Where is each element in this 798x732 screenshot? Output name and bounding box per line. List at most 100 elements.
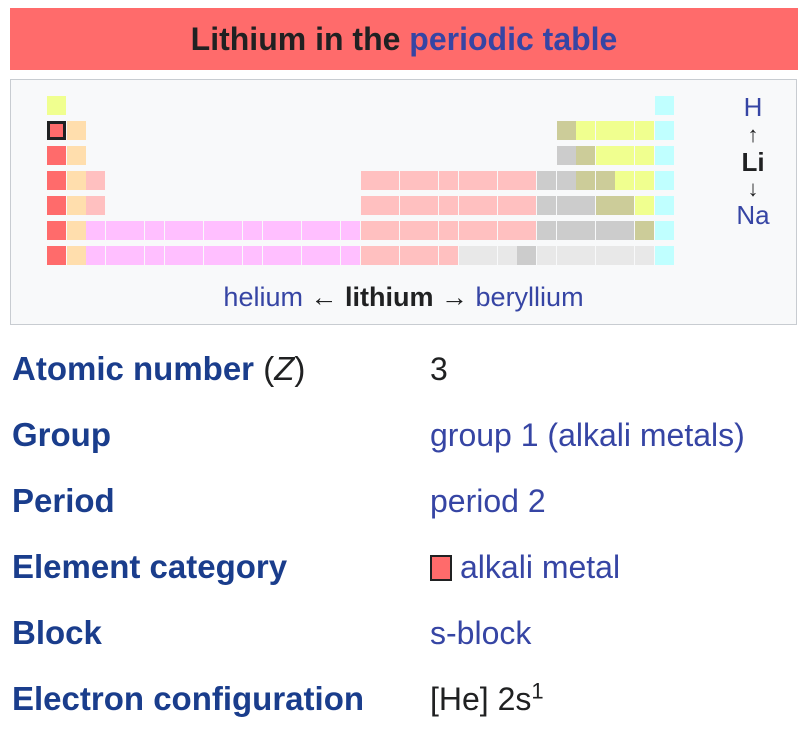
period-label[interactable]: Period (12, 482, 115, 519)
element-below-link[interactable]: Na (736, 200, 770, 230)
group-label[interactable]: Group (12, 416, 111, 453)
element-cell (66, 246, 86, 265)
element-cell (380, 196, 400, 215)
element-cell (66, 196, 86, 215)
element-cell (517, 221, 537, 240)
element-cell (145, 246, 164, 265)
element-cell (66, 121, 86, 140)
element-cell (321, 221, 341, 240)
element-cell (439, 196, 458, 215)
element-cell (576, 221, 596, 240)
header-title: Lithium in the (190, 21, 401, 57)
element-cell (419, 196, 439, 215)
infobox-header: Lithium in the periodic table (10, 8, 798, 70)
atomic-number-label[interactable]: Atomic number (12, 350, 255, 387)
previous-element-link[interactable]: helium (223, 282, 303, 312)
element-category-link[interactable]: alkali metal (460, 549, 621, 585)
element-cell (635, 196, 654, 215)
periodic-table-thumbnail[interactable]: H ↑ Li ↓ Na helium ← lithium → beryllium (10, 79, 797, 325)
element-cell (537, 171, 556, 190)
property-row-group: Group group 1 (alkali metals) (12, 402, 798, 468)
element-cell (203, 246, 223, 265)
element-cell (223, 246, 243, 265)
element-cell (341, 246, 360, 265)
element-cell (517, 196, 537, 215)
element-cell (458, 221, 478, 240)
element-cell (576, 146, 596, 165)
property-row-atomic-number: Atomic number (Z) 3 (12, 336, 798, 402)
element-cell (164, 221, 184, 240)
element-cell (380, 246, 400, 265)
element-cell (556, 221, 576, 240)
element-cell (537, 196, 556, 215)
periodic-table-link[interactable]: periodic table (409, 21, 618, 57)
element-cell (203, 221, 223, 240)
element-cell (47, 196, 66, 215)
period-value-link[interactable]: period 2 (430, 483, 546, 519)
atomic-number-value: 3 (430, 351, 448, 387)
element-cell (125, 246, 145, 265)
element-cell (497, 221, 517, 240)
element-cell (615, 146, 635, 165)
noble-gas-core-link[interactable]: [He] (430, 681, 489, 717)
element-category-label[interactable]: Element category (12, 548, 288, 585)
element-cell (399, 196, 419, 215)
element-cell (301, 246, 321, 265)
element-cell (615, 171, 635, 190)
element-cell (458, 246, 478, 265)
element-cell (576, 196, 596, 215)
next-element-link[interactable]: beryllium (475, 282, 584, 312)
electron-count: 1 (531, 678, 544, 704)
element-cell (341, 221, 360, 240)
element-cell (556, 246, 576, 265)
element-cell (439, 171, 458, 190)
element-cell (380, 171, 400, 190)
element-cell (595, 146, 615, 165)
horizontal-navigation: helium ← lithium → beryllium (11, 282, 796, 313)
element-cell (654, 96, 674, 115)
current-element-name: lithium (345, 282, 434, 312)
element-cell (556, 146, 576, 165)
electron-configuration-label[interactable]: Electron configuration (12, 680, 365, 717)
element-cell (360, 221, 380, 240)
element-cell (654, 246, 674, 265)
element-cell (86, 246, 106, 265)
element-cell (458, 171, 478, 190)
element-cell (556, 196, 576, 215)
property-row-electron-configuration: Electron configuration [He] 2s1 (12, 666, 798, 732)
right-arrow-icon: → (441, 282, 469, 312)
element-cell (595, 121, 615, 140)
element-cell (439, 246, 458, 265)
element-cell (86, 196, 106, 215)
element-cell (439, 221, 458, 240)
element-cell (66, 171, 86, 190)
element-cell (478, 196, 498, 215)
block-label[interactable]: Block (12, 614, 102, 651)
group-value-link[interactable]: group 1 (alkali metals) (430, 417, 745, 453)
element-cell (595, 246, 615, 265)
element-cell (556, 121, 576, 140)
vertical-navigation: H ↑ Li ↓ Na (723, 94, 783, 230)
element-cell (576, 171, 596, 190)
element-cell (184, 221, 204, 240)
element-cell (399, 246, 419, 265)
element-cell (282, 221, 302, 240)
element-above-link[interactable]: H (743, 92, 763, 122)
element-cell (635, 221, 654, 240)
element-cell (595, 196, 615, 215)
element-cell (537, 221, 556, 240)
up-arrow-icon: ↑ (747, 122, 759, 147)
element-cell (615, 196, 635, 215)
element-cell (360, 171, 380, 190)
element-cell (66, 221, 86, 240)
property-label[interactable]: Atomic number (Z) (12, 336, 305, 402)
element-cell (360, 246, 380, 265)
element-category-value: alkali metal (430, 534, 620, 600)
block-value-link[interactable]: s-block (430, 615, 532, 651)
element-cell (537, 246, 556, 265)
element-cell (47, 221, 66, 240)
element-cell (556, 171, 576, 190)
element-cell (595, 221, 615, 240)
element-cell (66, 146, 86, 165)
element-cell (47, 96, 66, 115)
